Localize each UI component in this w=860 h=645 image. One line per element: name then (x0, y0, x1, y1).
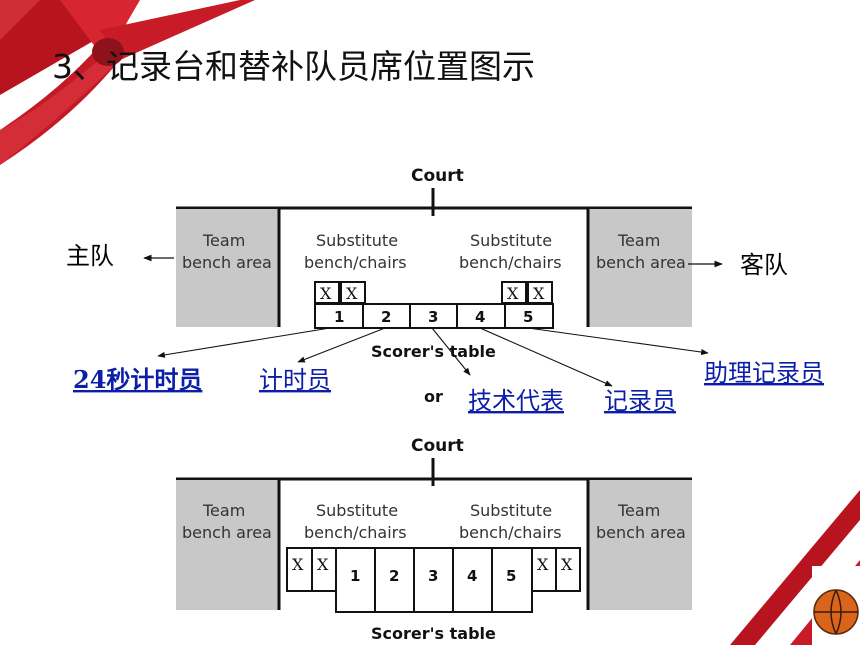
left-substitute-line1: Substitute (316, 501, 398, 520)
seat-number: 3 (428, 308, 438, 326)
right-substitute-line1: Substitute (470, 231, 552, 250)
home-team-label: 主队 (66, 242, 114, 270)
left-substitute-line2: bench/chairs (304, 523, 407, 542)
chair-x-mark: X (561, 555, 573, 574)
right-team-area-line1: Team (617, 231, 660, 250)
court-label: Court (411, 166, 464, 186)
chair-x-mark: X (533, 284, 545, 303)
right-team-area-line2: bench area (596, 253, 686, 272)
technical-delegate-link[interactable]: 技术代表 (468, 387, 564, 415)
left-team-area-line2: bench area (182, 253, 272, 272)
left-substitute-line1: Substitute (316, 231, 398, 250)
shot-clock-operator-link[interactable]: 24秒计时员 (73, 365, 202, 394)
left-team-area-line1: Team (202, 231, 245, 250)
right-team-area-line2: bench area (596, 523, 686, 542)
chair-x-mark: X (346, 284, 358, 303)
seat-number: 5 (506, 567, 516, 585)
basketball-icon (812, 566, 860, 645)
seat-number: 1 (334, 308, 344, 326)
seat-number: 1 (350, 567, 360, 585)
assistant-scorer-link[interactable]: 助理记录员 (704, 359, 824, 387)
scorer-table (314, 303, 554, 329)
right-substitute-line2: bench/chairs (459, 523, 562, 542)
court-label: Court (411, 436, 464, 456)
left-team-bench-area (176, 209, 279, 327)
left-team-area-line1: Team (202, 501, 245, 520)
chair-x-mark: X (320, 284, 332, 303)
right-substitute-line1: Substitute (470, 501, 552, 520)
slide-title: 3、记录台和替补队员席位置图示 (52, 47, 535, 86)
left-team-area-line2: bench area (182, 523, 272, 542)
right-substitute-line2: bench/chairs (459, 253, 562, 272)
chair-x-mark: X (507, 284, 519, 303)
chair-x-mark: X (292, 555, 304, 574)
scorer-table-label: Scorer's table (371, 342, 496, 361)
right-team-area-line1: Team (617, 501, 660, 520)
timer-link[interactable]: 计时员 (259, 366, 331, 394)
ribbon-bow-decoration (0, 0, 255, 165)
right-team-bench-area (588, 480, 692, 610)
chair-x-mark: X (537, 555, 549, 574)
diagram-bottom: Court Team bench area Substitute bench/c… (176, 436, 692, 643)
chair-x-mark: X (317, 555, 329, 574)
seat-number: 5 (523, 308, 533, 326)
left-substitute-line2: bench/chairs (304, 253, 407, 272)
scorer-table-label: Scorer's table (371, 624, 496, 643)
seat-number: 4 (467, 567, 477, 585)
seat-number: 3 (428, 567, 438, 585)
or-label: or (424, 387, 443, 406)
left-team-bench-area (176, 480, 279, 610)
scorer-link[interactable]: 记录员 (604, 387, 676, 415)
right-team-bench-area (588, 209, 692, 327)
seat-number: 2 (389, 567, 399, 585)
seat-number: 4 (475, 308, 485, 326)
seat-number: 2 (381, 308, 391, 326)
diagram-top: Court Team bench area Substitute bench/c… (66, 166, 788, 387)
away-team-label: 客队 (740, 251, 788, 279)
